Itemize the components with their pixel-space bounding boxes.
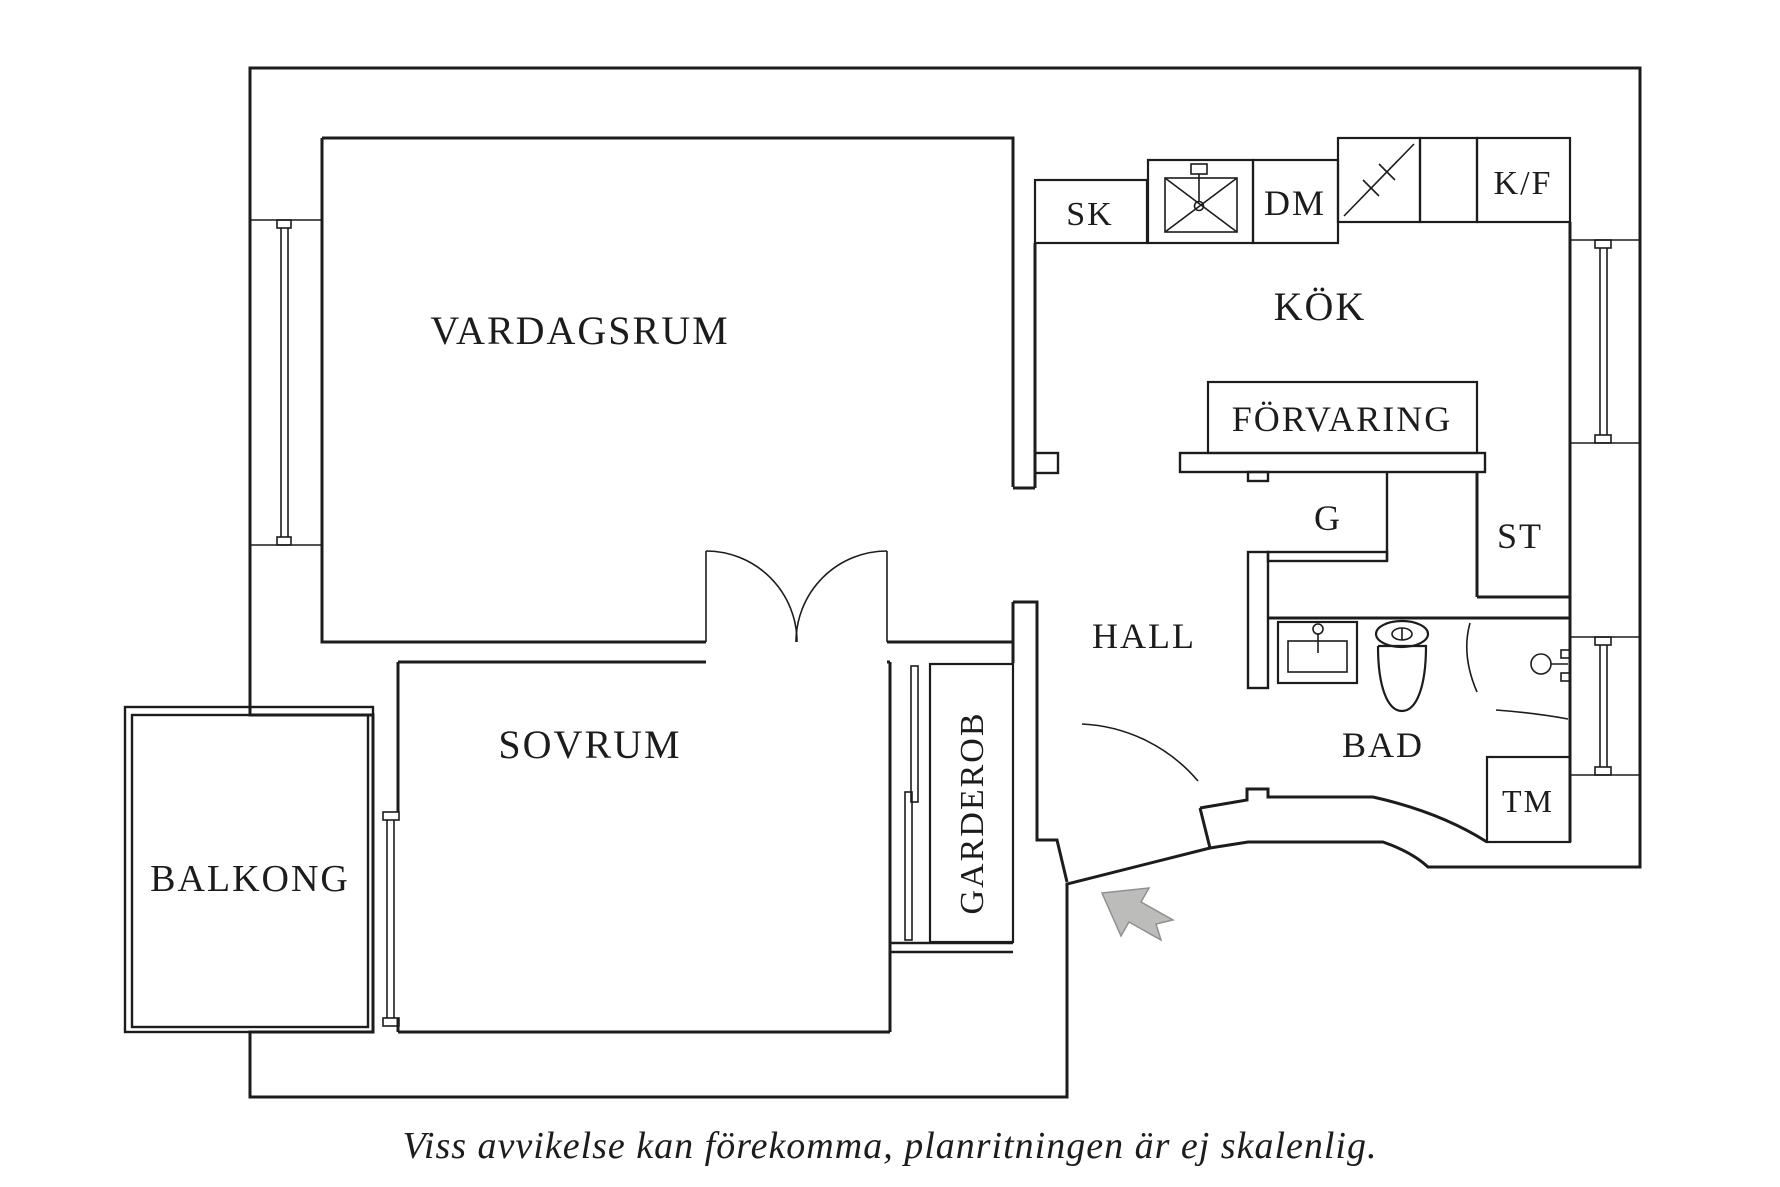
kitchen-appliances — [1033, 136, 1572, 245]
label-sk: SK — [1066, 196, 1113, 233]
hall-west-wall — [1013, 600, 1069, 883]
counter-box — [1418, 136, 1479, 224]
double-door-icon — [705, 550, 888, 643]
room-label-bad: BAD — [1342, 725, 1424, 765]
kitchen-west-wall — [1013, 243, 1037, 490]
label-kf: K/F — [1494, 165, 1553, 202]
window-bathroom-icon — [1570, 636, 1640, 776]
room-label-garderob: GARDEROB — [954, 711, 991, 914]
bathroom-sink-icon — [1276, 620, 1359, 685]
kitchen-counter — [1178, 451, 1487, 474]
fridge-freezer-box — [1475, 136, 1572, 224]
wall-notch — [1033, 451, 1060, 475]
livingroom-walls — [320, 136, 1015, 663]
balcony-door-window-icon — [382, 811, 400, 1027]
hall-bath-wall — [1246, 550, 1270, 690]
entrance-door-arc — [1081, 723, 1199, 782]
room-label-sovrum: SOVRUM — [498, 722, 681, 767]
bedroom-walls — [396, 660, 892, 1034]
wardrobe-closet — [890, 662, 1015, 954]
sliding-door-icon — [910, 665, 919, 803]
label-closet-st: ST — [1497, 516, 1543, 556]
label-forvaring: FÖRVARING — [1232, 399, 1453, 439]
room-label-balkong: BALKONG — [150, 858, 350, 900]
room-label-vardagsrum: VARDAGSRUM — [430, 308, 729, 353]
sliding-door-icon — [904, 791, 913, 941]
closet-st-walls — [1475, 472, 1570, 599]
room-label-kok: KÖK — [1274, 284, 1367, 329]
stove-icon — [1336, 136, 1422, 224]
bathroom-south-curved-wall — [1198, 787, 1488, 849]
toilet-icon — [1374, 619, 1430, 713]
window-kitchen-icon — [1570, 239, 1640, 444]
washing-machine-box — [1485, 755, 1572, 844]
room-label-hall: HALL — [1092, 616, 1196, 656]
label-dm: DM — [1264, 183, 1326, 223]
label-closet-g: G — [1314, 498, 1342, 538]
window-left-icon — [250, 219, 322, 546]
storage-unit-box — [1206, 380, 1479, 455]
entrance-arrow-icon — [1100, 887, 1176, 942]
balcony-outline — [123, 705, 375, 1034]
shower-icon — [1465, 622, 1571, 720]
label-tm: TM — [1502, 783, 1554, 819]
disclaimer-caption: Viss avvikelse kan förekomma, planritnin… — [403, 1125, 1378, 1167]
sink-icon — [1146, 158, 1255, 245]
